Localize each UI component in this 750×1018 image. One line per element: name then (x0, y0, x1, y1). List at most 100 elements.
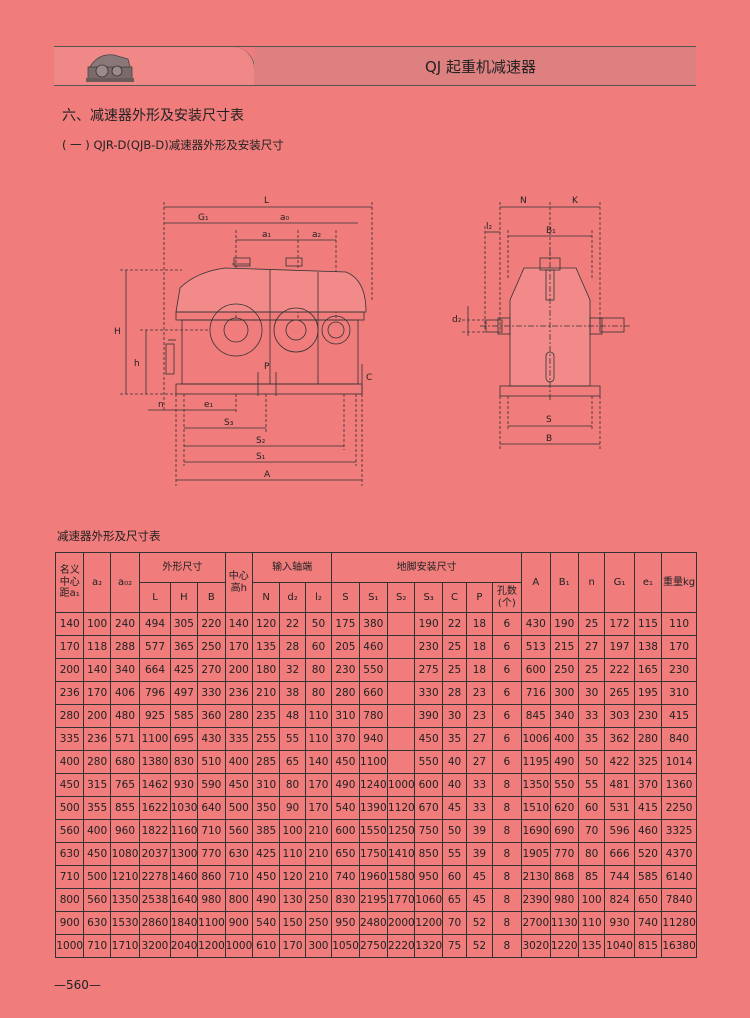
table-cell: 32 (279, 658, 306, 682)
table-cell: 800 (224, 888, 253, 912)
header-S: S (331, 582, 360, 613)
label-h: h (134, 359, 140, 369)
table-cell: 100 (83, 612, 111, 636)
header-B: B (197, 582, 226, 613)
section-subtitle: ( 一 ) QJR-D(QJB-D)减速器外形及安装尺寸 (62, 138, 284, 152)
table-cell: 190 (549, 612, 579, 636)
label-K: K (572, 196, 579, 206)
table-cell: 210 (304, 819, 333, 843)
table-cell: 355 (83, 796, 111, 820)
table-cell: 540 (251, 911, 281, 935)
table-cell: 170 (83, 681, 111, 705)
table-cell: 135 (577, 934, 606, 958)
table-cell (387, 727, 416, 751)
header-input-shaft: 输入轴端 (251, 552, 333, 583)
header-S1: S₁ (358, 582, 389, 613)
table-cell: 1006 (521, 727, 551, 751)
table-cell: 855 (109, 796, 141, 820)
table-cell: 25 (441, 635, 468, 659)
table-cell: 1640 (169, 888, 199, 912)
table-cell: 425 (169, 658, 199, 682)
header-C: C (441, 582, 468, 613)
table-cell: 6 (491, 612, 523, 636)
table-cell: 39 (466, 842, 493, 866)
header-weight: 重量kg (661, 552, 697, 613)
table-cell: 1120 (387, 796, 416, 820)
table-cell: 660 (358, 681, 389, 705)
table-cell: 6140 (661, 865, 697, 889)
table-cell: 430 (521, 612, 551, 636)
table-cell: 1000 (224, 934, 253, 958)
table-cell (387, 635, 416, 659)
table-cell (387, 704, 416, 728)
table-cell: 640 (197, 796, 226, 820)
table-cell: 110 (577, 911, 606, 935)
table-cell: 406 (109, 681, 141, 705)
label-H: H (114, 327, 121, 337)
table-cell: 45 (466, 865, 493, 889)
header-H: H (169, 582, 199, 613)
table-cell: 1040 (604, 934, 635, 958)
table-cell: 270 (197, 658, 226, 682)
table-cell: 2278 (139, 865, 171, 889)
table-cell: 1300 (169, 842, 199, 866)
table-cell (387, 681, 416, 705)
table-cell: 425 (251, 842, 281, 866)
table-cell: 138 (633, 635, 663, 659)
table-cell: 110 (304, 704, 333, 728)
table-cell: 8 (491, 842, 523, 866)
table-cell: 330 (197, 681, 226, 705)
table-cell: 380 (358, 612, 389, 636)
table-cell: 780 (358, 704, 389, 728)
table-cell: 8 (491, 865, 523, 889)
table-cell: 450 (331, 750, 360, 774)
table-cell: 770 (197, 842, 226, 866)
table-cell: 118 (83, 635, 111, 659)
table-cell: 8 (491, 888, 523, 912)
table-cell: 630 (224, 842, 253, 866)
table-cell: 215 (549, 635, 579, 659)
table-cell: 11280 (661, 911, 697, 935)
table-cell (387, 658, 416, 682)
table-cell: 40 (441, 773, 468, 797)
table-cell: 1160 (169, 819, 199, 843)
table-cell: 110 (304, 727, 333, 751)
table-cell: 710 (83, 934, 111, 958)
table-cell: 4370 (661, 842, 697, 866)
label-S2: S₂ (256, 436, 266, 446)
table-cell: 230 (414, 635, 443, 659)
table-cell: 460 (358, 635, 389, 659)
table-cell: 280 (331, 681, 360, 705)
table-cell: 3200 (139, 934, 171, 958)
table-cell: 1410 (387, 842, 416, 866)
table-cell: 1130 (549, 911, 579, 935)
table-cell: 520 (633, 842, 663, 866)
table-cell: 690 (549, 819, 579, 843)
table-cell: 497 (169, 681, 199, 705)
table-cell: 1550 (358, 819, 389, 843)
table-cell: 25 (577, 612, 606, 636)
header-S2: S₂ (387, 582, 416, 613)
table-cell: 630 (54, 842, 85, 866)
table-cell: 740 (331, 865, 360, 889)
table-cell: 250 (304, 911, 333, 935)
table-cell (387, 750, 416, 774)
table-cell: 280 (83, 750, 111, 774)
table-cell: 60 (304, 635, 333, 659)
table-cell: 140 (54, 612, 85, 636)
table-cell: 285 (251, 750, 281, 774)
table-cell: 100 (279, 819, 306, 843)
table-cell: 415 (661, 704, 697, 728)
table-cell: 845 (521, 704, 551, 728)
table-cell: 60 (441, 865, 468, 889)
table-cell: 2040 (169, 934, 199, 958)
table-cell: 172 (604, 612, 635, 636)
table-cell: 18 (466, 658, 493, 682)
table-cell: 280 (54, 704, 85, 728)
table-cell: 800 (54, 888, 85, 912)
table-cell: 370 (633, 773, 663, 797)
